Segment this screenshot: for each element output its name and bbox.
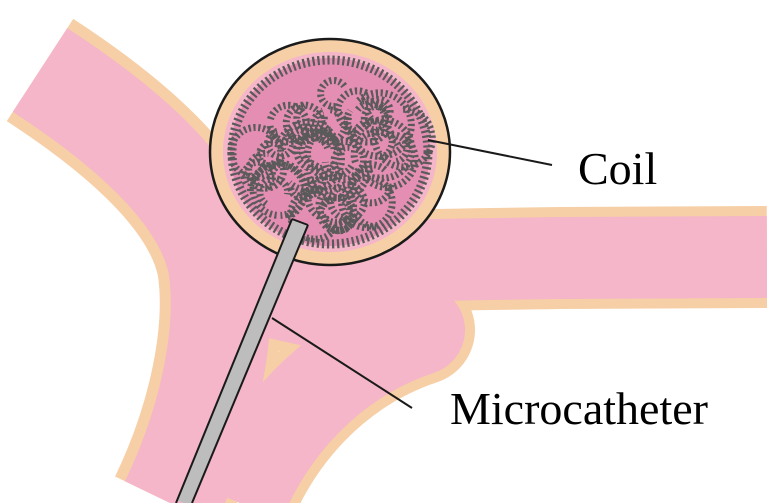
microcatheter-label: Microcatheter bbox=[450, 383, 708, 434]
coil-label: Coil bbox=[578, 143, 657, 194]
